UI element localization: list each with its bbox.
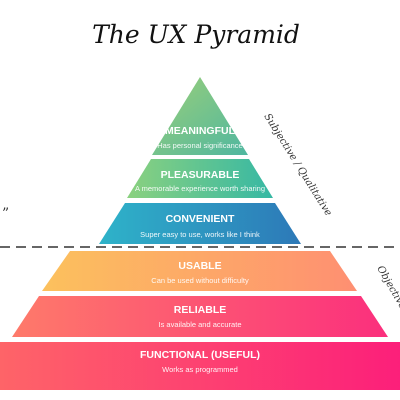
tier-usable-title: USABLE (178, 260, 221, 272)
side-label-subjective: Subjective / Qualitative (261, 112, 333, 218)
tier-pleasurable-band (127, 159, 273, 198)
tier-usable-subtitle: Can be used without difficulty (151, 276, 249, 285)
tier-meaningful-title: MEANINGFUL (165, 125, 236, 137)
tier-reliable-title: RELIABLE (174, 304, 227, 316)
tier-pleasurable-subtitle: A memorable experience worth sharing (135, 184, 265, 193)
tier-functional-title: FUNCTIONAL (USEFUL) (140, 349, 260, 361)
tier-reliable-band (12, 296, 388, 337)
tier-meaningful-subtitle: Has personal significance (157, 141, 242, 150)
diagram-title: The UX Pyramid (92, 20, 300, 49)
tier-usable-band (42, 251, 357, 291)
tier-convenient-title: CONVENIENT (166, 213, 235, 225)
tier-pleasurable-title: PLEASURABLE (161, 169, 240, 181)
tier-convenient-band (99, 203, 301, 244)
tier-meaningful-band (152, 77, 248, 155)
side-label-objective: Objective / (374, 264, 400, 318)
left-edge-mark: ” (2, 206, 9, 222)
tier-reliable-subtitle: Is available and accurate (159, 320, 242, 329)
tier-functional-band (0, 342, 400, 390)
tier-convenient-subtitle: Super easy to use, works like I think (140, 230, 260, 239)
tier-functional-subtitle: Works as programmed (162, 365, 238, 374)
